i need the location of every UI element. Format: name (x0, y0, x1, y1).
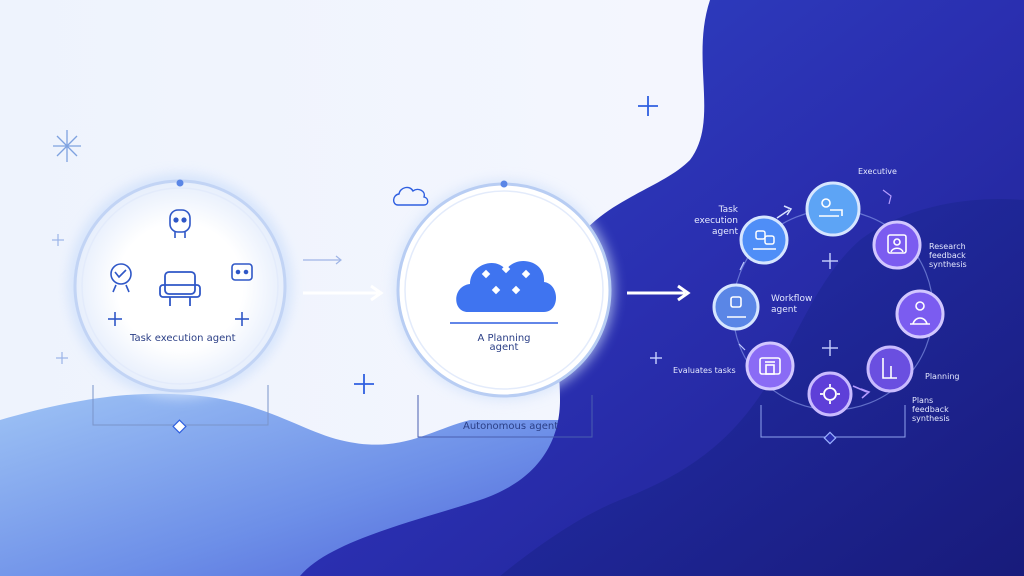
plus-icon (650, 253, 838, 364)
planning-agent-node (394, 180, 614, 400)
flow-arrow (627, 284, 691, 302)
cycle-node-right-middle (895, 289, 945, 339)
task-execution-agent-node (68, 174, 292, 398)
robot-icon (159, 271, 201, 306)
chair-icon (882, 358, 897, 379)
presenter-icon (910, 301, 930, 325)
cycle-arrowhead (860, 388, 871, 399)
chat-bot-icon (231, 263, 253, 281)
autonomous-agent-label: Autonomous agent (463, 421, 559, 432)
robot-head-icon (169, 209, 191, 238)
task-execution-agent-label: Task execution agent (130, 333, 236, 344)
plus-icon (354, 96, 658, 394)
cycle-arrowhead (882, 189, 892, 205)
connector-diamond (823, 431, 837, 445)
store-icon (759, 357, 781, 375)
alarm-bot-icon (110, 263, 132, 293)
cycle-node-right-lower (866, 345, 914, 393)
cycle-arrowhead (739, 261, 745, 271)
cycle-arrowhead (783, 205, 793, 216)
connector-dot (500, 180, 508, 188)
flow-arrow (303, 255, 384, 302)
cycle-label-task: Task execution agent (694, 205, 738, 237)
cycle-label-right-upper: Research feedback synthesis (929, 242, 967, 269)
cycle-label-top: Executive (858, 167, 897, 176)
cycle-node-bottom (807, 371, 853, 417)
person-desk-icon (819, 198, 843, 217)
user-icon (887, 234, 907, 254)
cycle-node-left-lower (745, 341, 795, 391)
cycle-node-task (739, 215, 789, 265)
cycle-arrowhead (738, 343, 746, 351)
cycle-label-bottom-right: Plans feedback synthesis (912, 396, 950, 423)
worker-icon (727, 296, 746, 318)
planning-agent-label: A Planning agent (477, 333, 531, 353)
plus-icon (108, 312, 249, 326)
plus-icon (52, 234, 68, 364)
cycle-label-left-lower: Evaluates tasks (673, 366, 736, 375)
cloud-dots (481, 264, 531, 295)
autonomous-bracket (417, 395, 593, 438)
agent-cycle (712, 181, 945, 417)
cycle-label-workflow: Workflow agent (771, 294, 813, 315)
connector-dot (176, 179, 184, 187)
cloud-icon (456, 260, 556, 312)
cycle-node-right-upper (872, 220, 922, 270)
cycle-node-top (805, 181, 861, 237)
gear-icon (820, 384, 840, 404)
cycle-node-workflow (712, 283, 760, 331)
dark-wave-inner (500, 199, 1024, 576)
cloud-outline-icon (392, 186, 429, 206)
sparkle-icon (53, 130, 81, 162)
connector-diamond (172, 419, 187, 434)
team-icon (753, 230, 776, 250)
cycle-label-right-lower: Planning (925, 372, 960, 381)
